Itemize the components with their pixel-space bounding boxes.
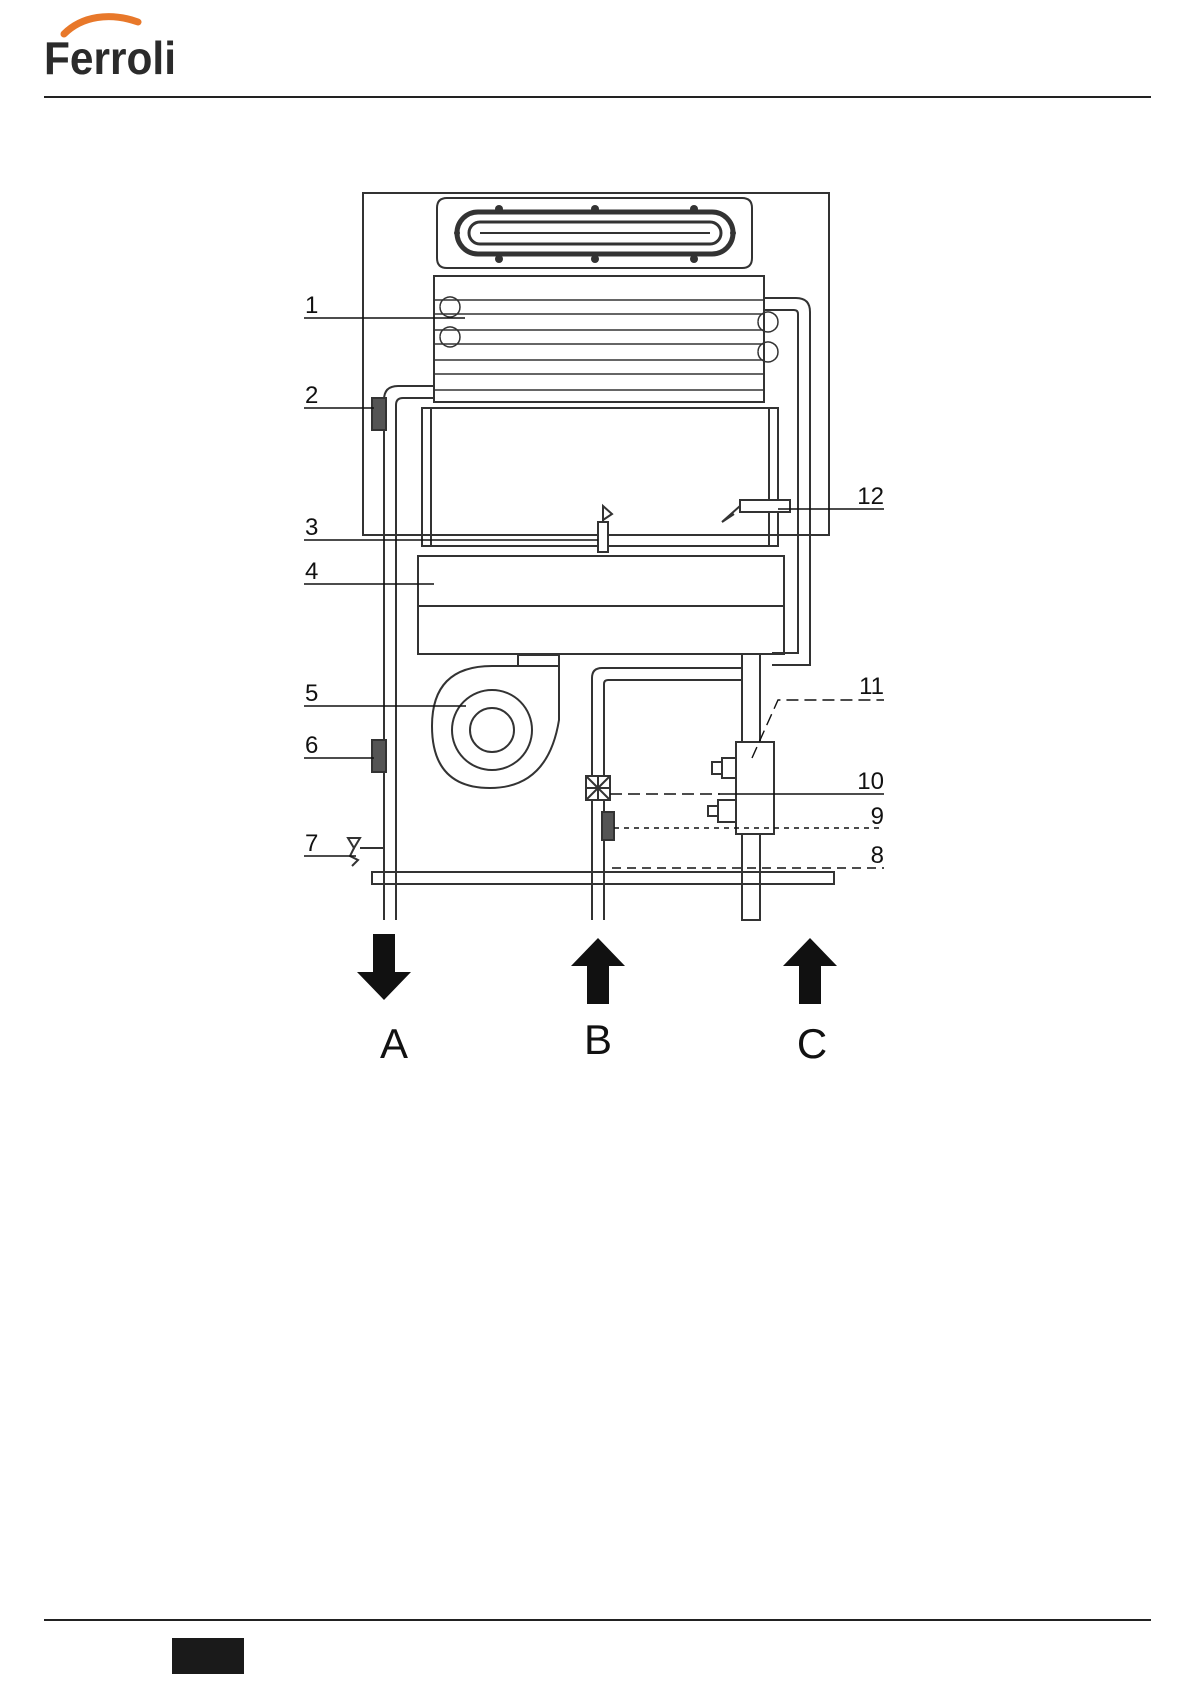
page-marker <box>172 1638 244 1674</box>
header-rule <box>44 96 1151 98</box>
drain-valve <box>348 838 384 866</box>
callout-2: 2 <box>305 382 318 409</box>
callout-8: 8 <box>871 842 884 869</box>
heat-exchanger <box>434 276 778 402</box>
flow-label-b: B <box>584 1016 612 1063</box>
logo-wordmark: Ferroli <box>44 32 176 82</box>
callout-4: 4 <box>305 558 318 585</box>
callout-7: 7 <box>305 830 318 857</box>
callout-11: 11 <box>859 673 884 700</box>
burner <box>418 556 784 654</box>
callout-1: 1 <box>305 292 318 319</box>
water-valve <box>708 742 774 834</box>
flame-detection-electrode <box>722 500 790 522</box>
footer-rule <box>44 1619 1151 1621</box>
ferroli-logo: Ferroli <box>42 12 192 82</box>
flow-label-c: C <box>797 1020 827 1067</box>
callout-12: 12 <box>857 483 884 510</box>
gas-solenoid <box>586 776 610 800</box>
flow-arrow-c <box>783 938 837 1004</box>
callout-3: 3 <box>305 514 318 541</box>
flue-hood <box>437 198 752 268</box>
water-heater-diagram: 1 2 3 4 5 6 7 8 9 10 11 12 A B C <box>280 180 920 1080</box>
fan <box>432 655 559 788</box>
flow-arrow-a <box>357 934 411 1000</box>
cold-water-pipe <box>764 298 810 665</box>
gas-pipe <box>592 654 754 920</box>
flow-label-a: A <box>380 1020 408 1067</box>
gas-pressure-switch <box>602 812 614 840</box>
callout-9: 9 <box>871 803 884 830</box>
flow-arrow-b <box>571 938 625 1004</box>
callout-10: 10 <box>857 768 884 795</box>
hot-water-sensor <box>372 740 386 772</box>
overheat-thermostat <box>372 398 386 430</box>
callout-6: 6 <box>305 732 318 759</box>
callout-5: 5 <box>305 680 318 707</box>
